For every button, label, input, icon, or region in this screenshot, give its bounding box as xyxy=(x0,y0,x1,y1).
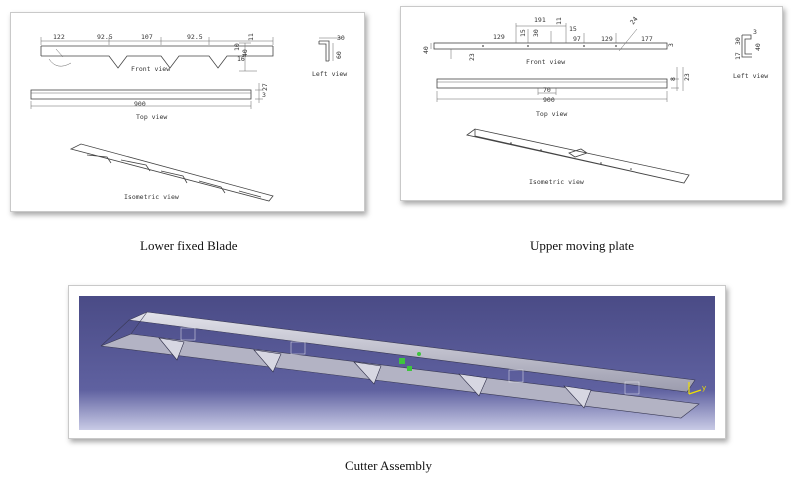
lb-dim-3: 107 xyxy=(141,33,153,41)
caption-upper-plate: Upper moving plate xyxy=(530,238,634,253)
up-dim-4: 97 xyxy=(573,35,581,43)
lb-left-dim-2: 60 xyxy=(335,51,343,59)
lb-top-view-label: Top view xyxy=(136,113,167,121)
up-dim-6: 177 xyxy=(641,35,653,43)
lb-top-length: 900 xyxy=(134,100,146,108)
lb-top-r1: 27 xyxy=(261,83,269,91)
up-dim-m2: 23 xyxy=(468,53,476,61)
lb-dim-r3: 10 xyxy=(233,43,241,51)
up-left-dim-2: 3 xyxy=(753,28,757,36)
up-left-dim-4: 40 xyxy=(754,43,762,51)
lb-dim-r1: 11 xyxy=(247,33,255,41)
assembly-teeth xyxy=(158,337,592,409)
upper-plate-svg: 191 15 11 129 15 30 97 129 177 40 23 3 2… xyxy=(422,15,768,186)
up-iso-view-label: Isometric view xyxy=(529,178,584,186)
lb-dim-4: 92.5 xyxy=(187,33,203,41)
lb-iso-view-label: Isometric view xyxy=(124,193,179,201)
up-top-view-label: Top view xyxy=(536,110,567,118)
lower-blade-drawing: 122 92.5 107 92.5 11 40 10 16 Front view… xyxy=(10,12,365,212)
up-dim-1: 129 xyxy=(493,33,505,41)
caption-lower-blade: Lower fixed Blade xyxy=(140,238,238,253)
up-dim-top-3: 11 xyxy=(555,17,563,25)
assembly-upper-rail xyxy=(127,311,696,393)
caption-assembly: Cutter Assembly xyxy=(345,458,433,473)
lb-dim-r2: 40 xyxy=(241,49,249,57)
axis-y-label: y xyxy=(702,384,706,392)
up-top-r1: 8 xyxy=(669,77,677,81)
up-dim-top-2: 15 xyxy=(569,25,577,33)
up-dim-3: 30 xyxy=(532,29,540,37)
lb-dim-r4: 16 xyxy=(237,55,245,63)
lb-dim-2: 92.5 xyxy=(97,33,113,41)
upper-plate-front-rect xyxy=(433,42,668,50)
cutter-assembly-render: y xyxy=(68,285,726,439)
up-top-r2: 23 xyxy=(683,73,691,81)
up-left-dim-3: 17 xyxy=(734,52,742,60)
lower-blade-left-profile xyxy=(318,40,330,62)
up-dim-m3: 3 xyxy=(667,43,675,47)
lb-left-view-label: Left view xyxy=(312,70,347,78)
upper-plate-isometric xyxy=(466,128,690,184)
lb-front-view-label: Front view xyxy=(131,65,170,73)
upper-plate-top-rect xyxy=(436,78,668,89)
assembly-lower-rail xyxy=(100,333,700,419)
up-dim-2: 15 xyxy=(519,29,527,37)
up-dim-top-1: 191 xyxy=(534,16,546,24)
up-left-dim-1: 30 xyxy=(734,37,742,45)
up-left-view-label: Left view xyxy=(733,72,768,80)
lower-blade-top-rect xyxy=(30,89,252,100)
lower-blade-isometric xyxy=(69,143,274,202)
up-dim-m4: 24 xyxy=(628,15,639,26)
lower-blade-front-profile xyxy=(40,45,274,69)
up-front-view-label: Front view xyxy=(526,58,565,66)
up-top-length: 900 xyxy=(543,96,555,104)
lb-top-r2: 3 xyxy=(262,91,266,99)
assembly-constraint-marker xyxy=(399,352,421,371)
axis-triad: y xyxy=(688,382,706,395)
lb-left-dim-1: 30 xyxy=(337,34,345,42)
lb-dim-1: 122 xyxy=(53,33,65,41)
lower-blade-svg: 122 92.5 107 92.5 11 40 10 16 Front view… xyxy=(30,33,347,202)
assembly-svg: y xyxy=(79,296,715,430)
up-top-slot: 70 xyxy=(543,86,551,94)
upper-plate-left-profile xyxy=(741,34,752,58)
up-dim-5: 129 xyxy=(601,35,613,43)
upper-plate-drawing: 191 15 11 129 15 30 97 129 177 40 23 3 2… xyxy=(400,6,783,201)
up-dim-m1: 40 xyxy=(422,46,430,54)
